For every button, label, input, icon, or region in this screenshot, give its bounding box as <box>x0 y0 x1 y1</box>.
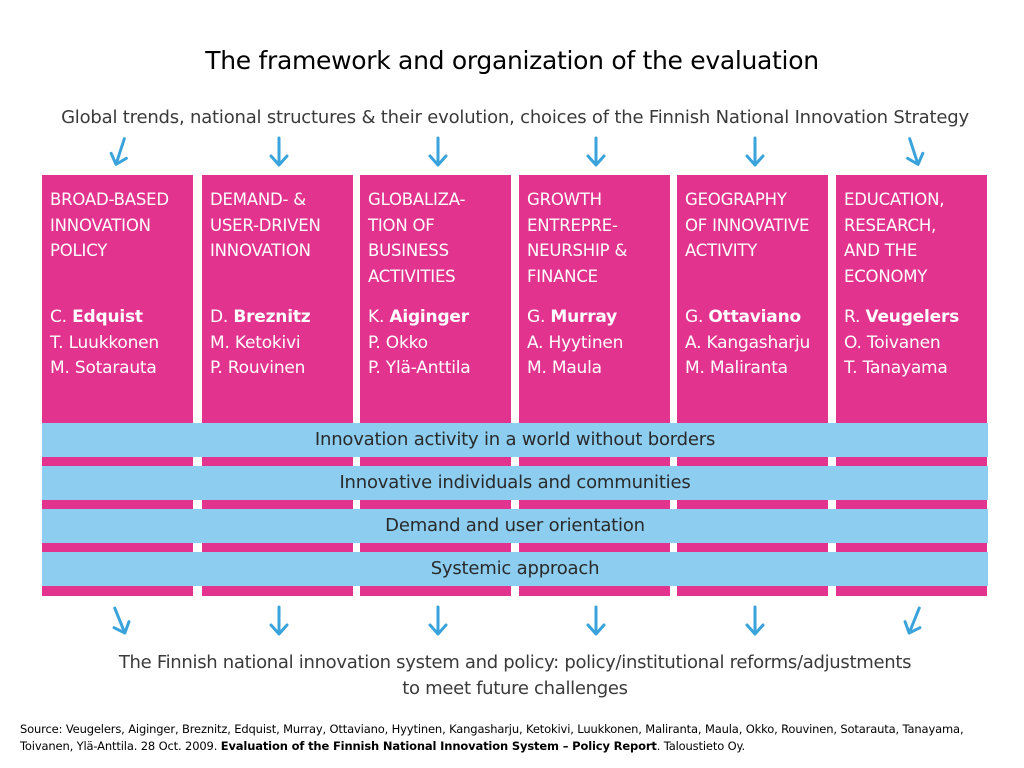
arrow-down-icon <box>744 135 766 169</box>
source-prefix: Source: Veugelers, Aiginger, Breznitz, E… <box>20 722 964 753</box>
pillar-heading: GEOGRAPHY OF INNOVATIVE ACTIVITY <box>685 190 810 260</box>
lead-initial: G. <box>685 307 704 327</box>
lead-name: Breznitz <box>233 307 311 327</box>
pillar-member: M. Maula <box>527 358 602 378</box>
pillar-member: P. Ylä-Anttila <box>368 358 471 378</box>
bottom-caption-line: The Finnish national innovation system a… <box>118 652 912 673</box>
pillar-member: M. Sotarauta <box>50 358 157 378</box>
arrow-down-icon <box>109 604 131 638</box>
diagram-title: The framework and organization of the ev… <box>205 46 819 75</box>
arrow-down-icon <box>903 135 925 169</box>
pillar-member: M. Ketokivi <box>210 332 301 353</box>
pillar-heading: BROAD-BASED INNOVATION POLICY <box>50 190 169 260</box>
pillar-lead: R. Veugelers <box>844 305 981 331</box>
theme-band: Innovative individuals and communities <box>42 466 988 500</box>
arrow-down-icon <box>585 604 607 638</box>
source-suffix: . Taloustieto Oy. <box>656 739 746 753</box>
bottom-caption-line: to meet future challenges <box>402 678 628 699</box>
lead-initial: K. <box>368 307 385 327</box>
pillar-member: P. Okko <box>368 332 428 353</box>
lead-initial: D. <box>210 307 229 327</box>
arrow-down-icon <box>268 135 290 169</box>
theme-band: Systemic approach <box>42 552 988 586</box>
pillar-lead: K. Aiginger <box>368 305 505 331</box>
theme-band: Innovation activity in a world without b… <box>42 423 988 457</box>
pillar-member: T. Tanayama <box>844 358 948 378</box>
pillar-lead: G. Murray <box>527 305 664 331</box>
pillar-member: O. Toivanen <box>844 332 941 353</box>
pillar-member: A. Hyytinen <box>527 332 624 353</box>
lead-name: Ottaviano <box>708 307 801 327</box>
arrow-down-icon <box>427 604 449 638</box>
lead-initial: G. <box>527 307 546 327</box>
pillar-lead: C. Edquist <box>50 305 187 331</box>
arrow-down-icon <box>744 604 766 638</box>
source-title: Evaluation of the Finnish National Innov… <box>220 739 657 753</box>
top-caption: Global trends, national structures & the… <box>61 107 969 128</box>
lead-initial: C. <box>50 307 67 327</box>
arrow-down-icon <box>427 135 449 169</box>
pillar-member: P. Rouvinen <box>210 358 306 378</box>
arrow-down-icon <box>268 604 290 638</box>
lead-name: Aiginger <box>389 307 469 327</box>
lead-name: Murray <box>550 307 618 327</box>
pillar-member: A. Kangasharju <box>685 332 811 353</box>
arrow-down-icon <box>903 604 925 638</box>
pillar-lead: D. Breznitz <box>210 305 347 331</box>
arrow-down-icon <box>585 135 607 169</box>
lead-name: Edquist <box>72 307 143 327</box>
pillar-lead: G. Ottaviano <box>685 305 822 331</box>
bottom-caption: The Finnish national innovation system a… <box>0 650 1024 702</box>
arrow-down-icon <box>109 135 131 169</box>
pillar-heading: GROWTH ENTREPRE- NEURSHIP & FINANCE <box>527 190 628 286</box>
pillar-heading: EDUCATION, RESEARCH, AND THE ECONOMY <box>844 190 945 286</box>
pillar-heading: DEMAND- & USER-DRIVEN INNOVATION <box>210 190 321 260</box>
pillar-member: T. Luukkonen <box>50 332 159 353</box>
source-note: Source: Veugelers, Aiginger, Breznitz, E… <box>20 721 1010 755</box>
lead-initial: R. <box>844 307 861 327</box>
lead-name: Veugelers <box>865 307 960 327</box>
theme-band: Demand and user orientation <box>42 509 988 543</box>
pillar-member: M. Maliranta <box>685 358 788 378</box>
pillar-heading: GLOBALIZA- TION OF BUSINESS ACTIVITIES <box>368 190 466 286</box>
